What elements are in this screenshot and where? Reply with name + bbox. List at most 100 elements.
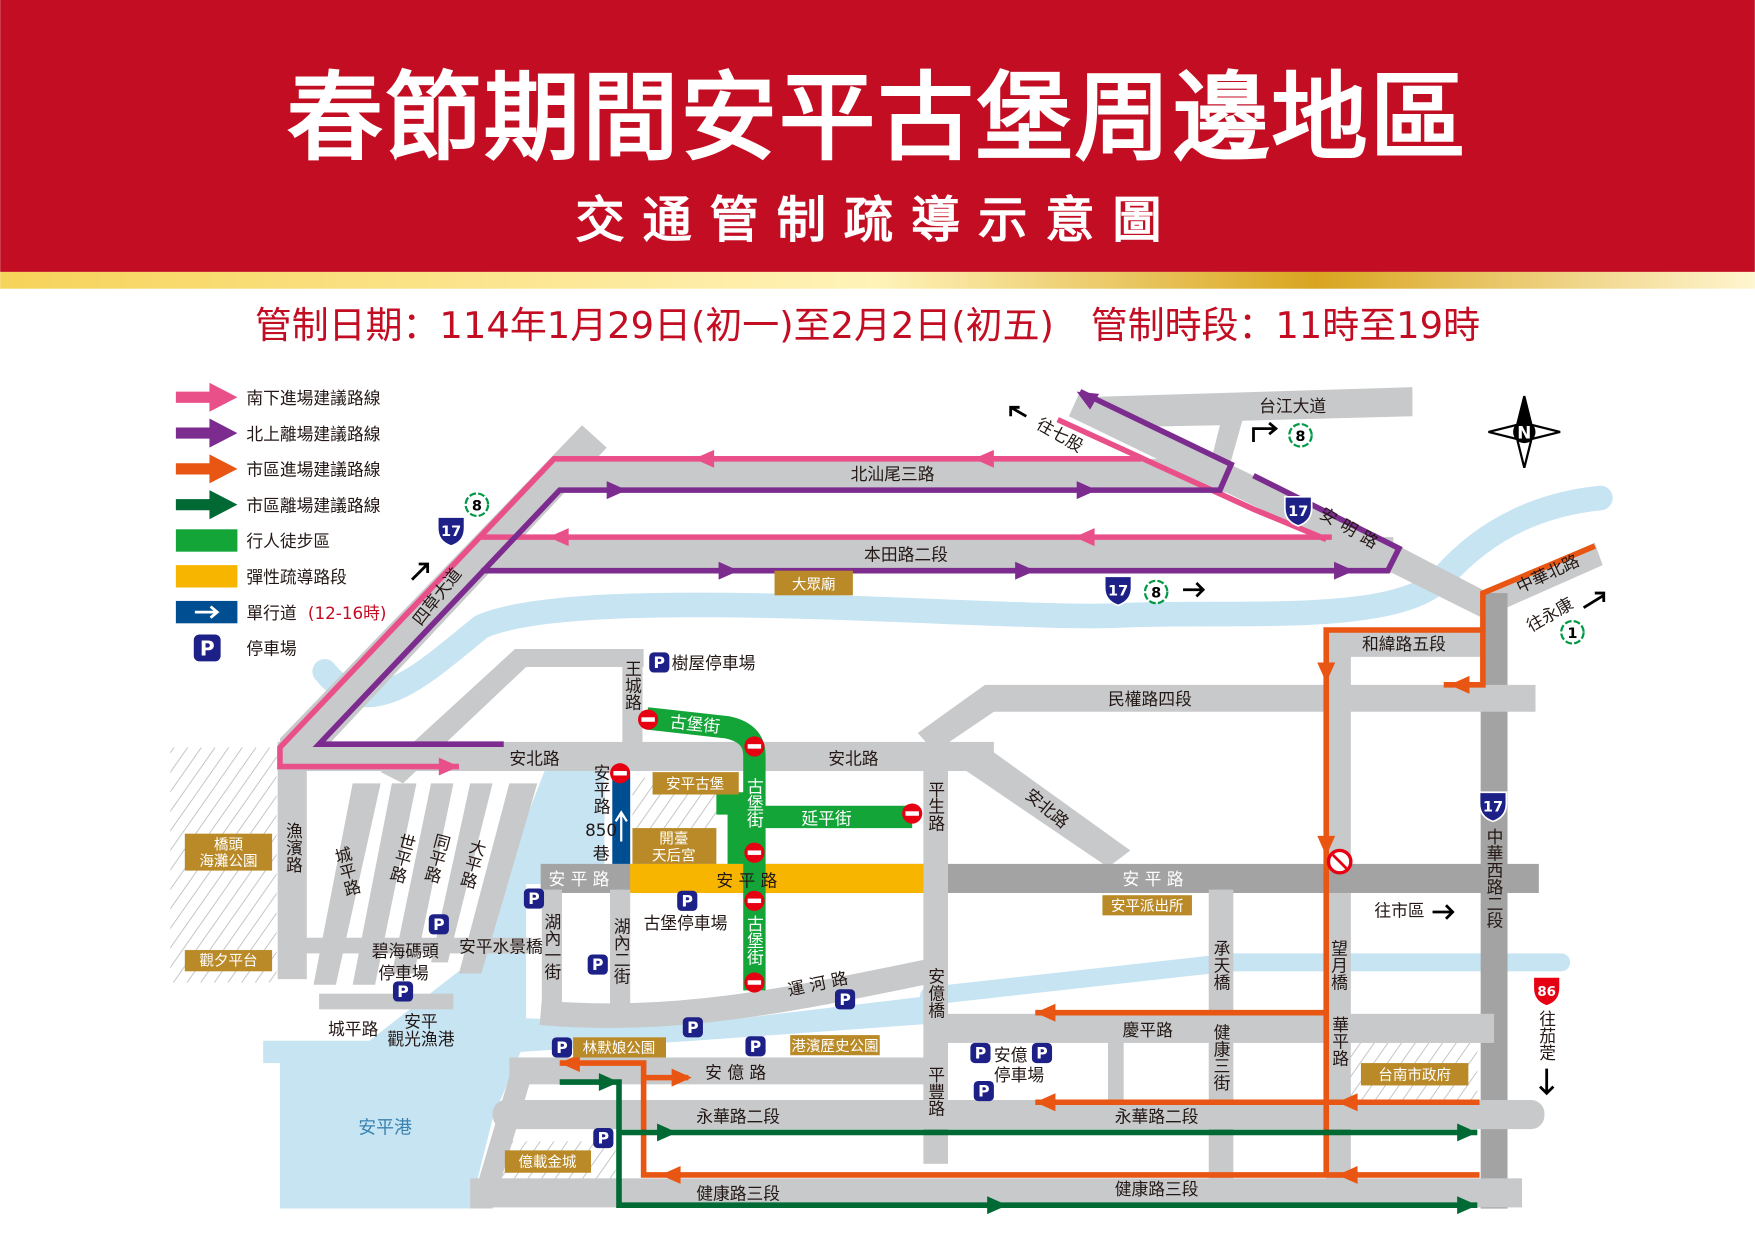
svg-text:安 平 路: 安 平 路 [716, 870, 777, 890]
no-entry-signs [610, 709, 1353, 993]
svg-text:古堡停車場: 古堡停車場 [644, 913, 728, 933]
svg-text:安北路: 安北路 [828, 748, 879, 768]
svg-text:單行道: 單行道 [246, 603, 297, 623]
svg-text:城平路: 城平路 [328, 1019, 379, 1039]
svg-text:王城路: 王城路 [622, 660, 642, 710]
svg-text:慶平路: 慶平路 [1123, 1020, 1174, 1040]
svg-text:17: 17 [1288, 504, 1308, 520]
svg-text:平豐路: 平豐路 [926, 1066, 946, 1116]
svg-text:P: P [750, 1037, 761, 1056]
provincial-highway-17-shield: 17 [1283, 496, 1313, 527]
svg-text:港濱歷史公園: 港濱歷史公園 [791, 1038, 878, 1055]
svg-text:古堡街: 古堡街 [744, 777, 764, 828]
svg-text:天后宮: 天后宮 [652, 848, 696, 865]
svg-text:海灘公園: 海灘公園 [199, 853, 257, 870]
arrow-right-icon [194, 605, 220, 619]
svg-text:安 平 路: 安 平 路 [549, 869, 610, 889]
city-road-1-flower-icon: 1 [1560, 619, 1585, 645]
svg-text:安 平 路: 安 平 路 [1123, 869, 1184, 889]
svg-text:安北路: 安北路 [509, 748, 560, 768]
svg-text:林默娘公園: 林默娘公園 [583, 1040, 656, 1057]
svg-text:巷: 巷 [593, 843, 610, 863]
svg-text:8: 8 [1295, 429, 1305, 445]
svg-text:古堡街: 古堡街 [744, 915, 764, 966]
svg-text:民權路四段: 民權路四段 [1108, 689, 1192, 709]
svg-text:承天橋: 承天橋 [1211, 940, 1231, 992]
svg-text:健康三街: 健康三街 [1211, 1024, 1231, 1091]
svg-text:P: P [839, 990, 850, 1009]
legend-city-in-arrow [175, 454, 238, 484]
svg-text:P: P [592, 955, 603, 974]
svg-text:P: P [978, 1082, 989, 1101]
route-city-out [559, 1079, 1478, 1208]
svg-text:彈性疏導路段: 彈性疏導路段 [246, 567, 347, 587]
no-entry-icon [638, 709, 659, 730]
svg-text:市區離場建議路線: 市區離場建議路線 [246, 495, 380, 515]
legend-flexible-swatch [175, 565, 238, 588]
legend: 南下進場建議路線 北上離場建議路線 市區進場建議路線 市區離場建議路線 行人徒步… [175, 382, 386, 662]
svg-text:P: P [433, 915, 444, 934]
arrow-up-right-icon [410, 562, 430, 581]
route-arrowheads [438, 391, 1478, 1215]
svg-text:安億: 安億 [994, 1045, 1028, 1065]
svg-text:南下進場建議路線: 南下進場建議路線 [246, 388, 380, 408]
svg-text:P: P [687, 1018, 698, 1037]
svg-text:台南市政府: 台南市政府 [1378, 1067, 1451, 1084]
arrow-right-icon [1182, 582, 1206, 598]
provincial-highway-17-shield: 17 [1478, 791, 1508, 823]
parking-icon: P [428, 914, 449, 935]
svg-text:大眾廟: 大眾廟 [792, 577, 836, 594]
header-stripe [0, 271, 1755, 289]
svg-text:北汕尾三路: 北汕尾三路 [851, 464, 935, 484]
svg-text:漁濱路: 漁濱路 [283, 822, 303, 873]
svg-text:P: P [975, 1044, 986, 1063]
svg-text:850: 850 [585, 820, 617, 840]
svg-text:停車場: 停車場 [994, 1065, 1045, 1085]
city-road-8-flower-icon: 8 [1143, 579, 1169, 605]
parking-icon: P [551, 1037, 573, 1058]
svg-text:湖內二街: 湖內二街 [611, 917, 631, 984]
provincial-highway-17-shield: 17 [436, 516, 466, 547]
svg-text:永華路二段: 永華路二段 [696, 1106, 780, 1126]
parking-icon: P [970, 1042, 991, 1064]
svg-text:橋頭: 橋頭 [214, 836, 244, 853]
svg-text:安 億 路: 安 億 路 [705, 1063, 766, 1083]
svg-text:和緯路五段: 和緯路五段 [1362, 634, 1446, 654]
parking-icon: P [649, 652, 670, 673]
svg-text:延平街: 延平街 [801, 809, 852, 829]
no-entry-icon [744, 842, 765, 863]
svg-text:健康路三段: 健康路三段 [696, 1184, 780, 1204]
svg-text:P: P [397, 982, 408, 1001]
svg-text:湖內一街: 湖內一街 [542, 913, 562, 980]
svg-text:安平水景橋: 安平水景橋 [459, 936, 543, 956]
header-banner [0, 0, 1755, 272]
provincial-highway-17-shield: 17 [1103, 575, 1133, 607]
route-shields: 17 17 17 17 86 8 8 8 1 [436, 422, 1585, 1007]
svg-text:觀夕平台: 觀夕平台 [199, 953, 257, 970]
svg-text:安億橋: 安億橋 [926, 968, 946, 1020]
svg-text:N: N [1517, 423, 1531, 443]
svg-text:樹屋停車場: 樹屋停車場 [672, 653, 756, 673]
city-road-8-flower-icon: 8 [464, 492, 490, 517]
svg-text:開臺: 開臺 [659, 831, 688, 848]
parking-icon: P [834, 989, 856, 1010]
parking-icon: P [973, 1080, 994, 1102]
svg-text:17: 17 [441, 524, 461, 540]
svg-text:安平港: 安平港 [358, 1118, 412, 1139]
svg-text:健康路三段: 健康路三段 [1115, 1179, 1199, 1199]
svg-text:安平路: 安平路 [591, 764, 611, 815]
svg-text:P: P [682, 891, 693, 910]
svg-text:中華西路二段: 中華西路二段 [1484, 828, 1504, 929]
svg-text:P: P [654, 653, 665, 672]
direction-arrows [410, 405, 1606, 1096]
provincial-highway-86-shield: 86 [1532, 976, 1561, 1007]
svg-text:停車場: 停車場 [378, 963, 429, 983]
svg-text:行人徒步區: 行人徒步區 [246, 531, 330, 551]
place-labels: 樹屋停車場 古堡停車場 碧海碼頭 停車場 安億 停車場 安平 觀光漁港 [372, 653, 1045, 1085]
control-schedule: 管制日期：114年1月29日(初一)至2月2日(初五) 管制時段：11時至19時 [255, 304, 1480, 347]
parking-icon: P [682, 1017, 703, 1038]
parking-icon: P [593, 1127, 614, 1149]
legend-pedestrian-swatch [175, 529, 238, 552]
city-road-8-flower-icon: 8 [1288, 422, 1313, 448]
